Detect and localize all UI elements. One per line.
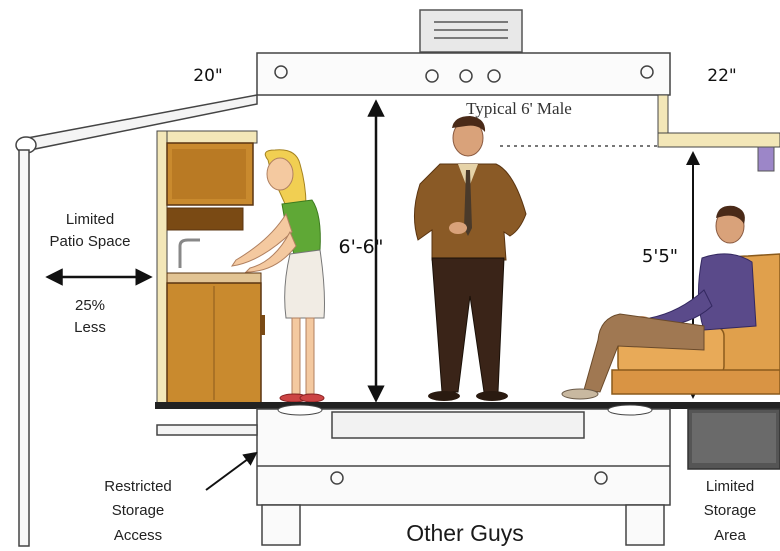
restricted-label-line3: Access [113, 527, 163, 544]
roof-box [256, 52, 671, 96]
roof-ac-unit [419, 9, 523, 53]
typical-male-label: Typical 6' Male [466, 99, 572, 118]
seated-man-figure [561, 205, 757, 400]
patio-label-line1: Limited [65, 211, 115, 228]
patio-less-label: Less [74, 319, 106, 336]
awning [15, 94, 258, 547]
restricted-storage-tray [156, 424, 258, 436]
kitchen-cabinets [166, 142, 265, 404]
woman-figure [230, 149, 325, 403]
chassis [256, 404, 671, 546]
restricted-label-line1: Restricted [104, 478, 172, 495]
standing-man-figure [414, 116, 527, 401]
patio-label-line2: Patio Space [49, 233, 131, 250]
left-slideout-wall [156, 130, 258, 407]
other-guys-caption: Other Guys [406, 520, 524, 546]
limited-storage-label-line2: Storage [703, 502, 757, 519]
limited-storage-label-line1: Limited [705, 478, 755, 495]
slideout-height-label: 5'5" [641, 246, 679, 267]
right-slideout [657, 94, 780, 172]
width-label-left: 20" [193, 66, 223, 86]
restricted-storage-arrow [205, 451, 258, 491]
restricted-label-line2: Storage [111, 502, 165, 519]
limited-storage-label-line3: Area [714, 527, 746, 544]
width-label-right: 22" [707, 66, 737, 86]
main-height-label: 6'-6" [338, 236, 384, 258]
floor-line [155, 402, 780, 409]
patio-percent-label: 25% [74, 297, 106, 314]
